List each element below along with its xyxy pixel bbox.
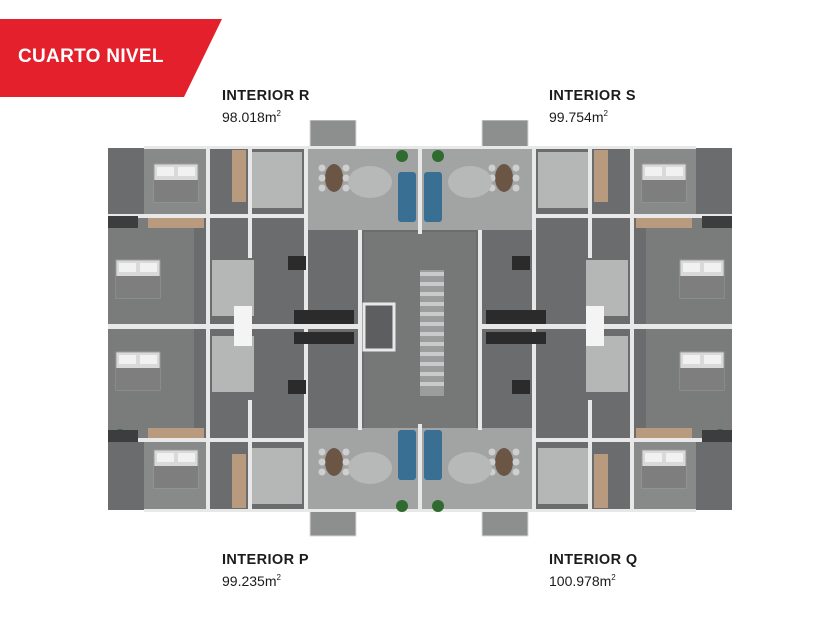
unit-label-p: INTERIOR P 99.235m2 xyxy=(222,551,309,590)
level-title: CUARTO NIVEL xyxy=(18,46,164,67)
unit-area: 99.235m2 xyxy=(222,573,281,589)
unit-label-s: INTERIOR S 99.754m2 xyxy=(549,87,636,126)
unit-area: 98.018m2 xyxy=(222,109,281,125)
unit-name: INTERIOR R xyxy=(222,88,310,104)
level-banner: CUARTO NIVEL xyxy=(0,19,222,97)
floor-plan xyxy=(108,120,732,537)
unit-name: INTERIOR S xyxy=(549,88,636,104)
unit-area: 100.978m2 xyxy=(549,573,616,589)
unit-name: INTERIOR P xyxy=(222,552,309,568)
unit-label-r: INTERIOR R 98.018m2 xyxy=(222,87,310,126)
unit-name: INTERIOR Q xyxy=(549,552,638,568)
unit-area: 99.754m2 xyxy=(549,109,608,125)
banner-shape xyxy=(0,19,222,97)
unit-label-q: INTERIOR Q 100.978m2 xyxy=(549,551,638,590)
